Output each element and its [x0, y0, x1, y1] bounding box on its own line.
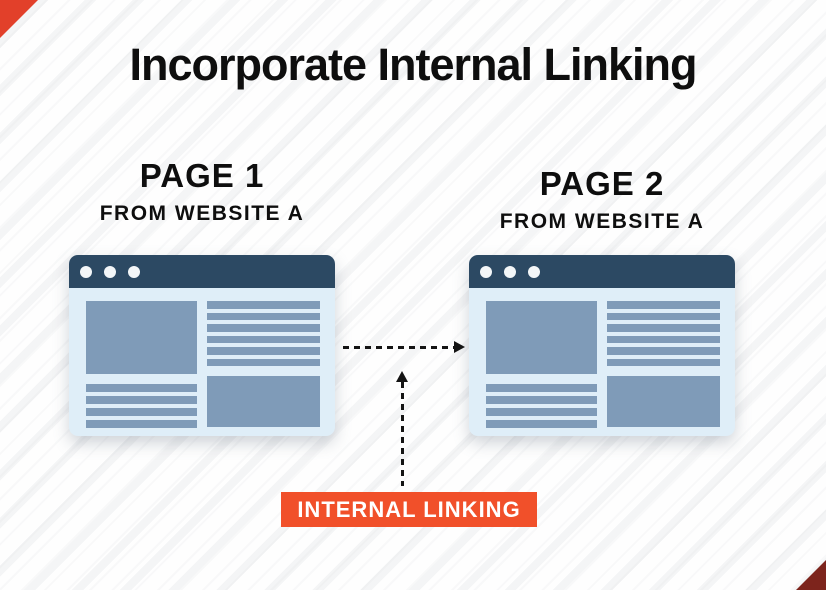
text-line-placeholder [486, 384, 597, 392]
text-line-placeholder [207, 335, 320, 343]
content-column-right [207, 301, 320, 432]
page-title: Incorporate Internal Linking [129, 39, 697, 90]
page1-label-group: PAGE 1 FROM WEBSITE A [69, 157, 335, 226]
window-control-dot-icon [504, 265, 516, 278]
text-line-placeholder [607, 324, 720, 332]
page1-title: PAGE 1 [139, 157, 265, 194]
text-line-placeholder [607, 312, 720, 320]
text-line-placeholder [207, 312, 320, 320]
browser-titlebar [69, 255, 335, 288]
page2-subtitle: FROM WEBSITE A [499, 209, 705, 233]
image-placeholder [486, 301, 597, 374]
text-line-placeholder [607, 335, 720, 343]
browser-window-page2-illustration [469, 255, 735, 436]
dashed-arrow-up-head-icon [396, 371, 408, 382]
text-line-placeholder [86, 408, 197, 416]
corner-accent-top-left-icon [0, 0, 38, 38]
image-placeholder [207, 376, 320, 427]
dashed-arrow-right-icon [343, 346, 454, 349]
window-control-dot-icon [480, 265, 492, 278]
browser-titlebar [469, 255, 735, 288]
image-placeholder [607, 376, 720, 427]
text-line-placeholder [607, 358, 720, 366]
text-line-placeholder [207, 358, 320, 366]
content-column-right [607, 301, 720, 432]
text-line-placeholder [86, 396, 197, 404]
text-line-placeholder [207, 347, 320, 355]
text-line-placeholder [207, 324, 320, 332]
content-column-left [486, 301, 597, 432]
dashed-arrow-right-head-icon [454, 341, 465, 353]
text-line-placeholder [607, 347, 720, 355]
browser-window-page1-illustration [69, 255, 335, 436]
text-line-placeholder [486, 420, 597, 428]
page2-title: PAGE 2 [539, 165, 665, 202]
text-line-placeholder [86, 384, 197, 392]
text-line-placeholder [486, 396, 597, 404]
page1-subtitle: FROM WEBSITE A [99, 201, 305, 225]
internal-linking-badge: INTERNAL LINKING [281, 492, 537, 527]
text-line-placeholder [86, 420, 197, 428]
window-control-dot-icon [128, 265, 140, 278]
window-control-dot-icon [104, 265, 116, 278]
window-control-dot-icon [528, 265, 540, 278]
browser-content-area [469, 288, 735, 432]
browser-content-area [69, 288, 335, 432]
image-placeholder [86, 301, 197, 374]
text-line-placeholder [486, 408, 597, 416]
window-control-dot-icon [80, 265, 92, 278]
dashed-arrow-up-icon [401, 382, 404, 486]
content-column-left [86, 301, 197, 432]
corner-accent-bottom-right-icon [796, 560, 826, 590]
text-line-placeholder [607, 301, 720, 309]
page2-label-group: PAGE 2 FROM WEBSITE A [469, 165, 735, 234]
text-line-placeholder [207, 301, 320, 309]
